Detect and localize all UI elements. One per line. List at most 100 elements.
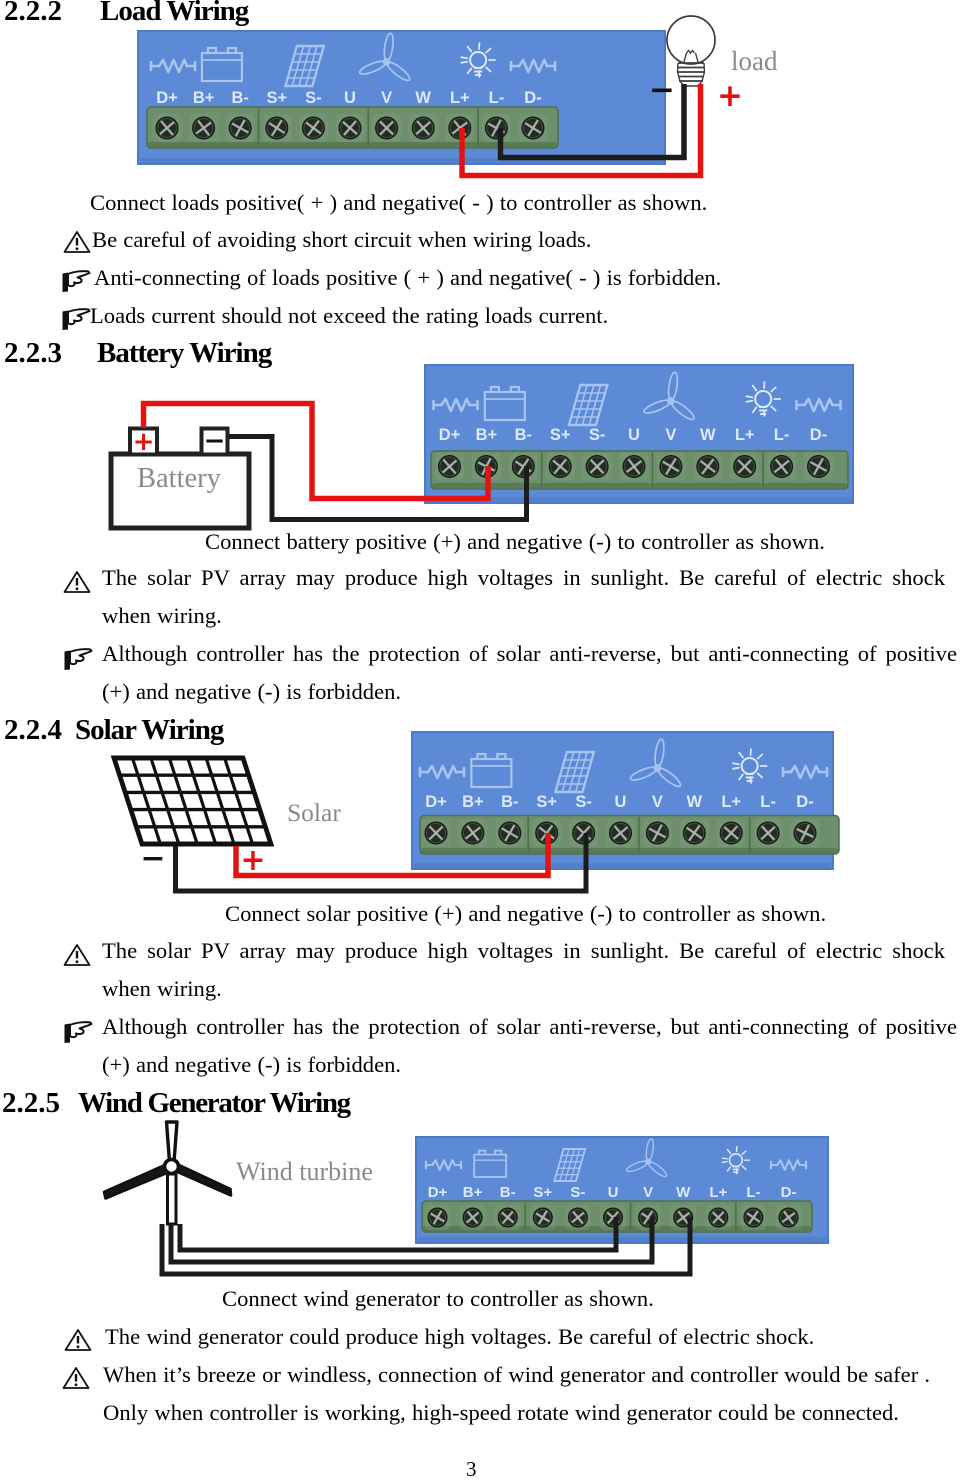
terminal-screw: [603, 1207, 623, 1228]
terminal-block: [430, 450, 849, 490]
note-line: (+) and negative (-) is forbidden.: [102, 679, 402, 704]
terminal-screw: [462, 1207, 483, 1228]
terminal-screw: [778, 1207, 799, 1228]
terminal-label-B-: B-: [501, 793, 518, 811]
terminal-label-S-: S-: [589, 426, 606, 444]
terminal-label-B+: B+: [463, 1184, 483, 1201]
note-line: (+) and negative (-) is forbidden.: [102, 1052, 402, 1077]
terminal-screw: [155, 116, 179, 140]
terminal-screw: [484, 116, 508, 140]
terminal-label-D+: D+: [439, 426, 461, 444]
controller-body-shade: [414, 863, 831, 868]
load-minus-sign: −: [649, 72, 675, 108]
wind-wire-w: [159, 1217, 693, 1277]
terminal-label-D-: D-: [524, 89, 541, 107]
terminal-label-S-: S-: [570, 1184, 585, 1201]
terminal-block: [421, 1200, 813, 1233]
solar-panel-icon: [553, 750, 596, 794]
terminal-screw: [708, 1207, 729, 1228]
terminal-screw: [548, 455, 572, 478]
battery-minus-sign: −: [204, 426, 226, 456]
terminal-screw: [659, 455, 683, 478]
terminal-label-S+: S+: [536, 793, 557, 811]
terminal-label-U: U: [628, 426, 640, 444]
note-line: Loads current should not exceed the rati…: [90, 303, 609, 328]
terminal-label-S+: S+: [550, 426, 571, 444]
controller-body-shade: [427, 497, 851, 502]
note-line: Be careful of avoiding short circuit whe…: [92, 227, 592, 252]
caption-battery: Connect battery positive (+) and negativ…: [205, 529, 825, 554]
terminal-label-B-: B-: [515, 426, 532, 444]
section-number: 2.2.3: [4, 337, 62, 369]
bulb-icon: [745, 381, 782, 417]
terminal-block: [419, 814, 840, 855]
terminal-label-W: W: [415, 89, 431, 107]
terminal-label-V: V: [381, 89, 392, 107]
terminal-screw: [521, 116, 545, 140]
wind-device-label: Wind turbine: [236, 1157, 373, 1186]
caption-wind: Connect wind generator to controller as …: [222, 1286, 654, 1311]
warning-icon: [63, 943, 91, 967]
terminal-block-shadow: [432, 483, 847, 488]
terminal-screw: [338, 116, 362, 140]
section-title: Battery Wiring: [97, 337, 272, 369]
solar-plus-sign: +: [240, 843, 265, 878]
terminal-label-B-: B-: [500, 1184, 516, 1201]
wind-fan-icon: [625, 1138, 668, 1178]
caption-solar: Connect solar positive (+) and negative …: [225, 901, 827, 926]
note-line: Only when controller is working, high-sp…: [103, 1400, 899, 1425]
wind-wire-u: [177, 1217, 619, 1253]
light-bulb: [666, 15, 716, 87]
terminal-screw: [567, 1207, 588, 1228]
terminal-screw: [793, 821, 817, 845]
solar-panel-icon: [283, 44, 326, 88]
terminal-label-B+: B+: [193, 89, 215, 107]
resistor-icon: [149, 58, 197, 74]
resistor-icon: [432, 397, 479, 413]
note-line: Anti-connecting of loads positive ( + ) …: [94, 265, 722, 290]
pointing-hand-icon: [61, 268, 91, 293]
caption-load: Connect loads positive( + ) and negative…: [90, 190, 708, 215]
terminal-label-B+: B+: [462, 793, 484, 811]
terminal-label-U: U: [608, 1184, 619, 1201]
terminal-screw: [532, 1207, 553, 1228]
terminal-screw: [301, 116, 325, 140]
terminal-label-W: W: [687, 793, 703, 811]
solar-panel-icon: [553, 1148, 587, 1182]
terminal-label-B+: B+: [476, 426, 498, 444]
terminal-label-S-: S-: [575, 793, 592, 811]
terminal-label-L-: L-: [489, 89, 505, 107]
terminal-label-U: U: [615, 793, 627, 811]
controller-body-shade: [140, 158, 663, 163]
load-wire-positive: [459, 84, 704, 179]
terminal-label-L+: L+: [709, 1184, 727, 1201]
resistor-icon: [795, 397, 842, 413]
pointing-hand-icon: [61, 306, 91, 331]
solar-wire-positive: [233, 833, 551, 879]
solar-panel: [110, 755, 275, 847]
terminal-screw: [511, 455, 535, 478]
terminal-label-D+: D+: [425, 793, 447, 811]
terminal-screw: [719, 821, 743, 845]
terminal-screw: [498, 821, 522, 845]
solar-minus-sign: −: [140, 841, 165, 876]
terminal-label-L-: L-: [760, 793, 776, 811]
warning-icon: [62, 1366, 90, 1390]
terminal-label-S+: S+: [266, 89, 287, 107]
wind-turbine: [102, 1120, 233, 1226]
terminal-label-B-: B-: [231, 89, 248, 107]
terminal-screw: [585, 455, 609, 478]
battery-plus-sign: +: [133, 427, 155, 457]
terminal-screw: [411, 116, 435, 140]
terminal-screw: [638, 1207, 659, 1228]
terminal-label-V: V: [643, 1184, 653, 1201]
terminal-screw: [645, 821, 669, 845]
battery-negative-terminal: [199, 426, 230, 457]
wind-fan-icon: [358, 32, 411, 82]
resistor-icon: [769, 1159, 808, 1171]
section-title: Solar Wiring: [75, 714, 224, 746]
note-line: Although controller has the protection o…: [102, 641, 957, 666]
